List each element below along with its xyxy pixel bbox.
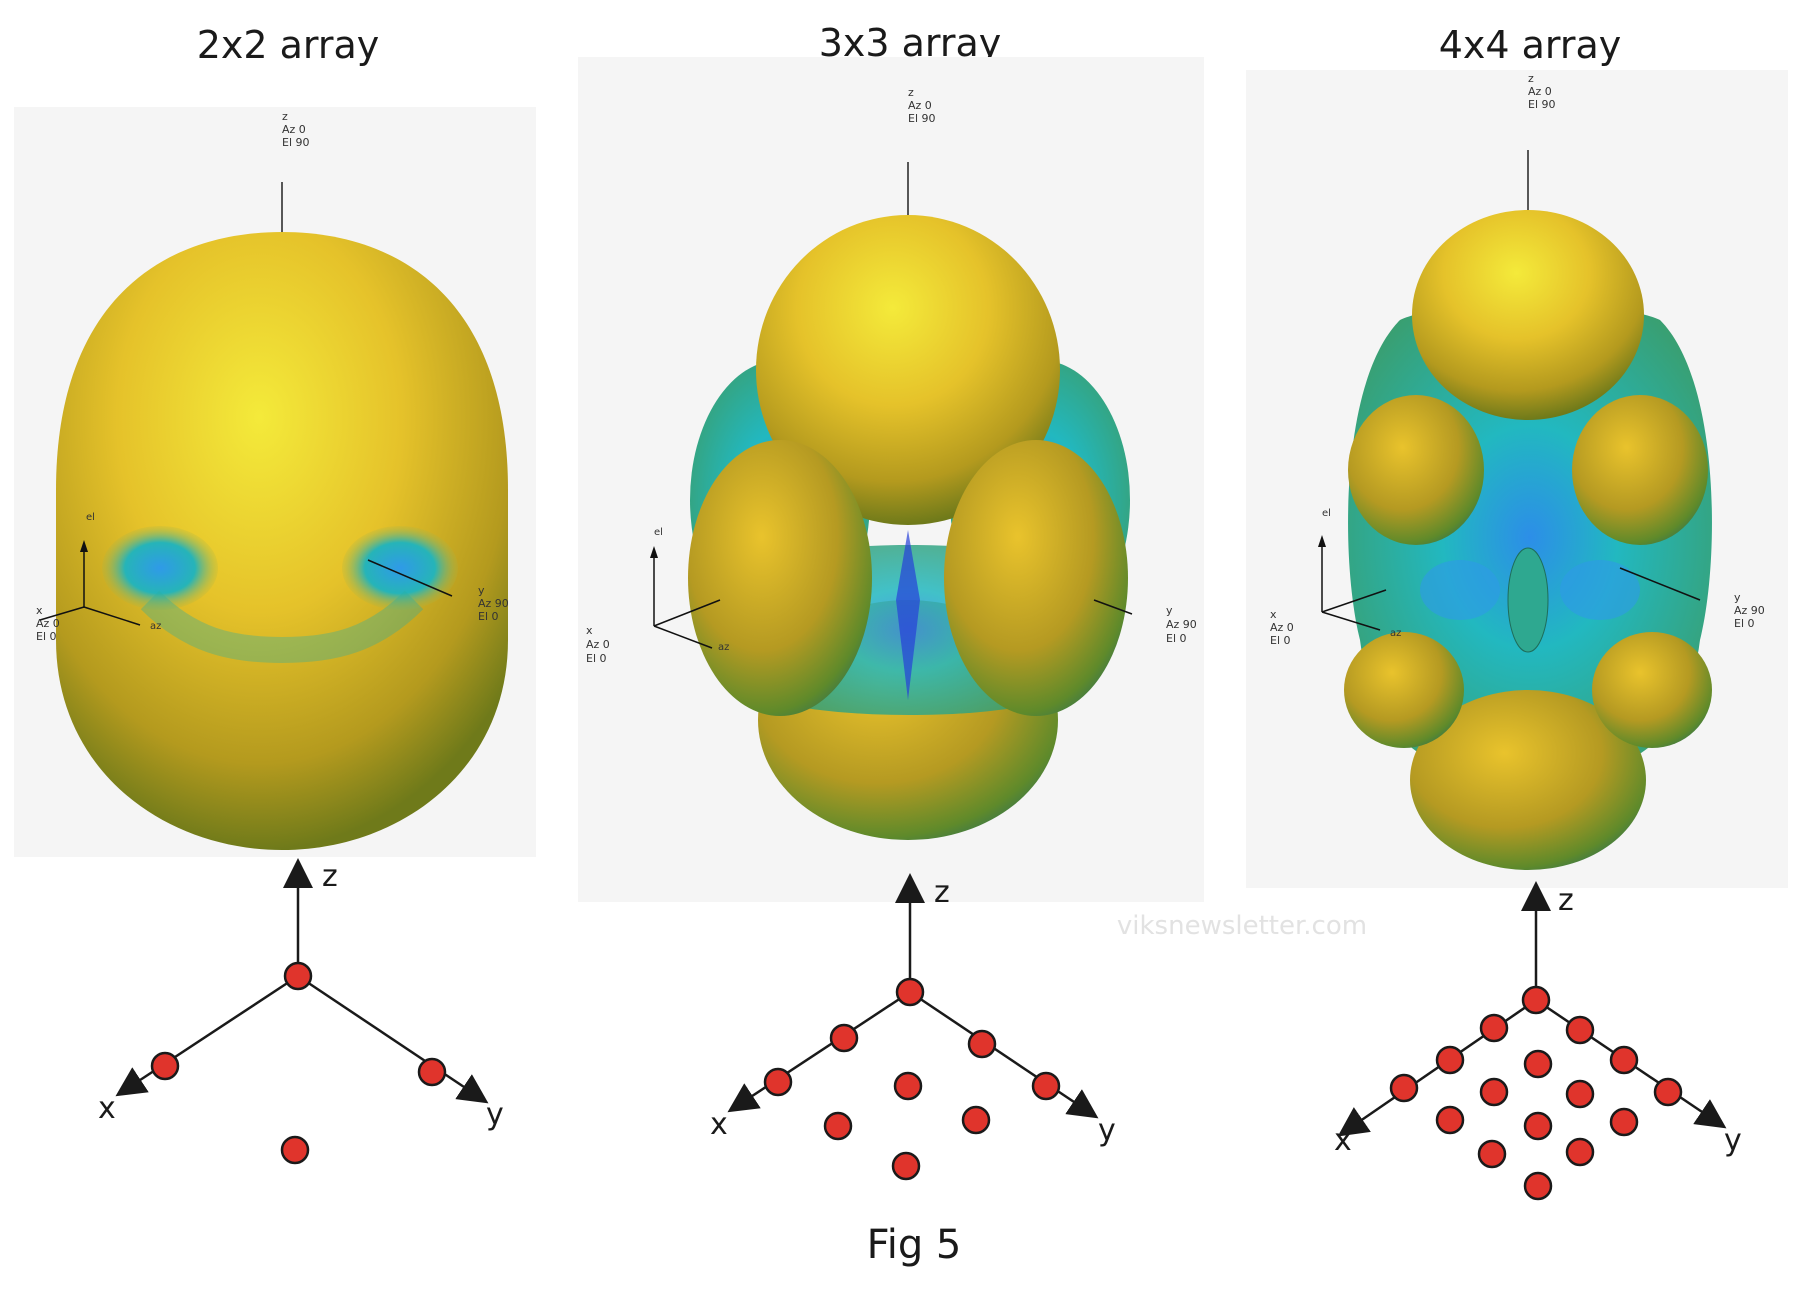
x-axis-line (39, 606, 85, 621)
antenna-element (1565, 1015, 1595, 1045)
panel-2x2: 2x2 array z Az 0 El 90 el az x Az 0 El 0… (14, 23, 536, 857)
az-axis-line (83, 606, 141, 626)
el-axis-arrow-icon (1318, 535, 1326, 547)
axis-label-x: x (1334, 1123, 1352, 1158)
null-right (1560, 560, 1640, 620)
bottom-lobe (1410, 690, 1646, 870)
x-axis-label: x Az 0 El 0 (1270, 608, 1297, 647)
y-axis-label: y Az 90 El 0 (1734, 591, 1768, 630)
lobe-lower-left (1344, 632, 1464, 748)
antenna-element (763, 1067, 793, 1097)
lobe-upper-right (1572, 395, 1708, 545)
axis-label-z: z (1558, 883, 1574, 918)
top-lobe (756, 215, 1060, 525)
antenna-element (1031, 1071, 1061, 1101)
antenna-element (1609, 1107, 1639, 1137)
axis-label-y: y (1724, 1123, 1742, 1158)
y-axis-label: y Az 90 El 0 (478, 584, 512, 623)
front-lobe-left (688, 440, 872, 716)
null-left (1420, 560, 1500, 620)
y-arrow (297, 974, 489, 1104)
axis-label-z: z (934, 875, 950, 910)
lobe-lower-right (1592, 632, 1712, 748)
antenna-element (1523, 1049, 1553, 1079)
panel-title: 4x4 array (1439, 23, 1622, 67)
antenna-element (893, 1071, 923, 1101)
az-label: az (718, 642, 729, 653)
antenna-element (829, 1023, 859, 1053)
panel-4x4: 4x4 array z Az 0 El 90 el az x Az 0 (1246, 23, 1788, 888)
az-axis-line (653, 625, 713, 649)
axis-label-x: x (710, 1107, 728, 1142)
y-axis-line (1093, 599, 1133, 615)
z-axis-label: z Az 0 El 90 (282, 110, 310, 149)
y-axis-label: y Az 90 El 0 (1166, 604, 1200, 645)
null-right (342, 526, 458, 610)
antenna-element (150, 1051, 180, 1081)
x-axis-line (653, 599, 721, 627)
y-arrow (909, 990, 1099, 1119)
antenna-element (1435, 1105, 1465, 1135)
antenna-element (1477, 1139, 1507, 1169)
axis-label-y: y (486, 1097, 504, 1132)
top-lobe (1412, 210, 1644, 420)
axis-label-x: x (98, 1091, 116, 1126)
shading-band (140, 590, 424, 664)
front-lobe-right (944, 440, 1128, 716)
panel-3x3: 3x3 array z Az 0 El 90 el az x Az 0 El 0 (578, 21, 1204, 902)
x-axis-label: x Az 0 El 0 (586, 624, 613, 665)
antenna-element (1479, 1077, 1509, 1107)
axis-label-z: z (322, 859, 338, 894)
watermark: viksnewsletter.com (1117, 911, 1367, 941)
el-label: el (654, 527, 663, 538)
el-label: el (86, 512, 95, 523)
el-axis-arrow-icon (650, 546, 658, 558)
antenna-element (1435, 1045, 1465, 1075)
y-axis-line (1619, 567, 1701, 601)
antenna-element (1653, 1077, 1683, 1107)
panel-title: 2x2 array (197, 23, 380, 67)
z-axis-label: z Az 0 El 90 (908, 86, 936, 125)
radiation-pattern-2x2 (56, 232, 508, 850)
antenna-element (961, 1105, 991, 1135)
array-elements (150, 961, 1683, 1201)
center-lobe (1507, 547, 1549, 653)
antenna-element (1523, 1171, 1553, 1201)
figure-caption: Fig 5 (867, 1222, 962, 1268)
el-label: el (1322, 508, 1331, 519)
x-axis-line (1321, 589, 1387, 613)
antenna-element (1479, 1013, 1509, 1043)
az-label: az (150, 621, 161, 632)
az-axis-line (1321, 611, 1381, 631)
antenna-element (280, 1135, 310, 1165)
antenna-element (283, 961, 313, 991)
x-axis-label: x Az 0 El 0 (36, 604, 63, 643)
antenna-element (891, 1151, 921, 1181)
antenna-element (1523, 1111, 1553, 1141)
antenna-element (1521, 985, 1551, 1015)
z-axis-label: z Az 0 El 90 (1528, 72, 1556, 111)
antenna-element (1609, 1045, 1639, 1075)
antenna-element (823, 1111, 853, 1141)
antenna-element (967, 1029, 997, 1059)
antenna-element (417, 1057, 447, 1087)
center-null (896, 530, 920, 700)
antenna-element (1565, 1079, 1595, 1109)
antenna-element (1565, 1137, 1595, 1167)
az-label: az (1390, 628, 1401, 639)
y-axis-line (367, 559, 453, 597)
null-left (102, 526, 218, 610)
lobe-upper-left (1348, 395, 1484, 545)
antenna-element (1389, 1073, 1419, 1103)
el-axis-arrow-icon (80, 540, 88, 552)
antenna-element (895, 977, 925, 1007)
axis-label-y: y (1098, 1113, 1116, 1148)
